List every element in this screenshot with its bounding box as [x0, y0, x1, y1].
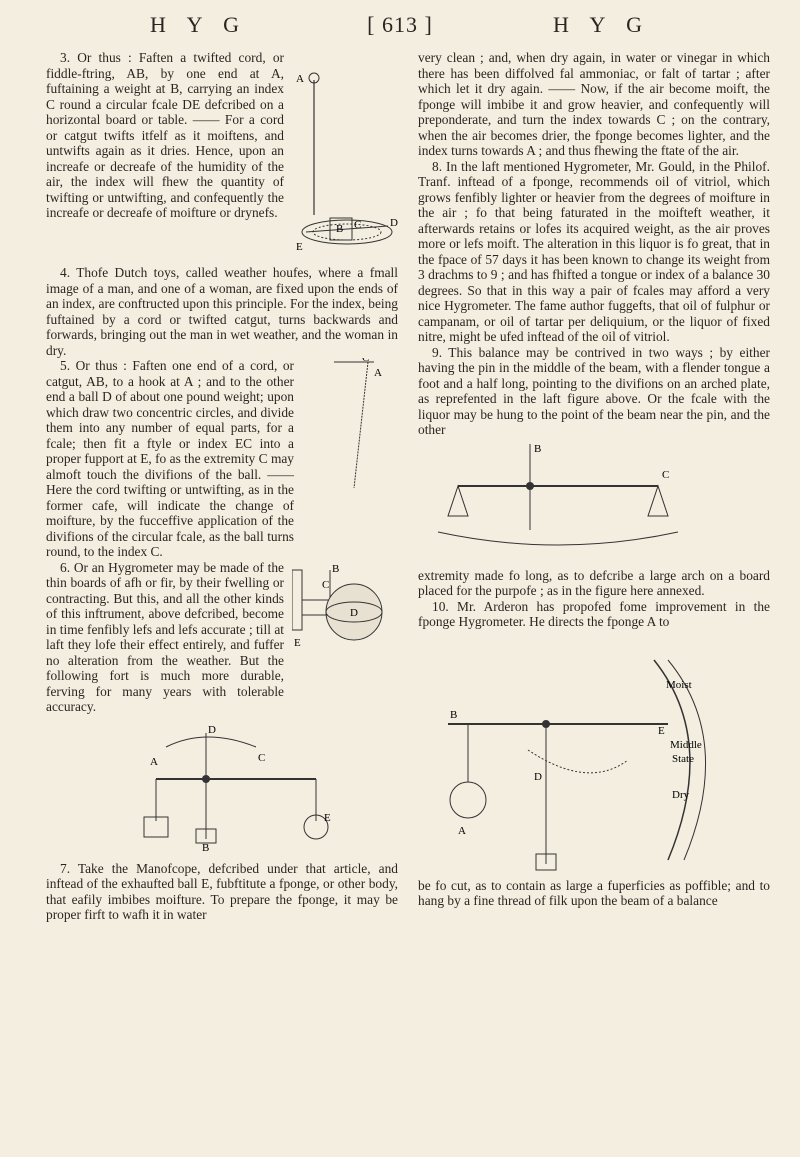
paragraph-7: 7. Take the Manofcope, defcribed under t…	[46, 860, 398, 923]
fig6-label-moist: Moist	[666, 679, 692, 691]
paragraph-3: 3. Or thus : Faften a twifted cord, or f…	[46, 50, 284, 220]
sponge-hygrometer-diagram: Moist Middle State Dry E B D A	[448, 659, 706, 870]
fig1-label-c: C	[354, 219, 361, 231]
fig6-label-d: D	[534, 771, 542, 783]
fig1-label-a: A	[296, 73, 304, 85]
manoscope-balance-diagram: D E A C B	[143, 724, 331, 854]
fig4-label-e: E	[324, 812, 331, 824]
fig4-label-b: B	[202, 842, 209, 854]
fig6-label-dry: Dry	[672, 789, 690, 801]
figure-2: C A	[302, 358, 398, 498]
fig1-label-d: D	[390, 217, 398, 229]
paragraph-9: 9. This balance may be contrived in two …	[418, 344, 770, 438]
figure-3: B C E D	[292, 560, 398, 670]
paragraph-5: 5. Or thus : Faften one end of a cord, o…	[46, 358, 294, 559]
fig6-label-b: B	[450, 709, 457, 721]
paragraph-4: 4. Thofe Dutch toys, called weather houf…	[46, 265, 398, 358]
fig3-label-c: C	[322, 579, 329, 591]
right-column: very clean ; and, when dry again, in wat…	[418, 50, 770, 909]
paragraph-8: 8. In the laft mentioned Hygrometer, Mr.…	[418, 158, 770, 345]
fig3-label-d: D	[350, 607, 358, 619]
hanging-ball-diagram: B C E D	[292, 563, 383, 649]
figure-5: B C	[418, 438, 770, 568]
figure-4: D E A C B	[46, 717, 398, 859]
fig6-label-a: A	[458, 825, 466, 837]
fig1-label-e: E	[296, 241, 303, 253]
fig2-label-a: A	[374, 367, 382, 379]
paragraph-9-continued: extremity made fo long, as to defcribe a…	[418, 567, 770, 599]
fig5-label-b: B	[534, 443, 541, 455]
figure-6: Moist Middle State Dry E B D A	[418, 630, 770, 878]
oil-of-vitriol-balance-diagram: B C	[437, 443, 679, 545]
fig3-label-b: B	[332, 563, 339, 575]
paragraph-6: 6. Or an Hygrometer may be made of the t…	[46, 559, 284, 715]
page-number: [ 613 ]	[367, 12, 433, 37]
fig3-label-e: E	[294, 637, 301, 649]
twisted-cord-hygrometer-diagram: A D B C E	[296, 72, 398, 253]
header-right: H Y G	[552, 12, 650, 37]
page-header: H Y G [ 613 ] H Y G	[150, 8, 650, 42]
fig6-label-state: State	[672, 753, 694, 765]
paragraph-7-continued: very clean ; and, when dry again, in wat…	[418, 50, 770, 158]
left-column: 3. Or thus : Faften a twifted cord, or f…	[46, 50, 398, 923]
fig4-label-c: C	[258, 752, 265, 764]
fig2-label-c: C	[362, 358, 369, 364]
paragraph-10-continued: be fo cut, as to contain as large a fupe…	[418, 877, 770, 909]
fig6-label-middle: Middle	[670, 739, 702, 751]
fig6-label-e: E	[658, 725, 665, 737]
fig4-label-a: A	[150, 756, 158, 768]
fig5-label-c: C	[662, 469, 669, 481]
fig4-label-d: D	[208, 724, 216, 736]
figure-1: A D B C E	[292, 50, 398, 265]
fig1-label-b: B	[336, 223, 343, 235]
header-left: H Y G	[150, 12, 248, 37]
ball-cord-hygrometer-diagram: C A	[334, 358, 382, 489]
paragraph-10: 10. Mr. Arderon has propofed fome improv…	[418, 598, 770, 630]
